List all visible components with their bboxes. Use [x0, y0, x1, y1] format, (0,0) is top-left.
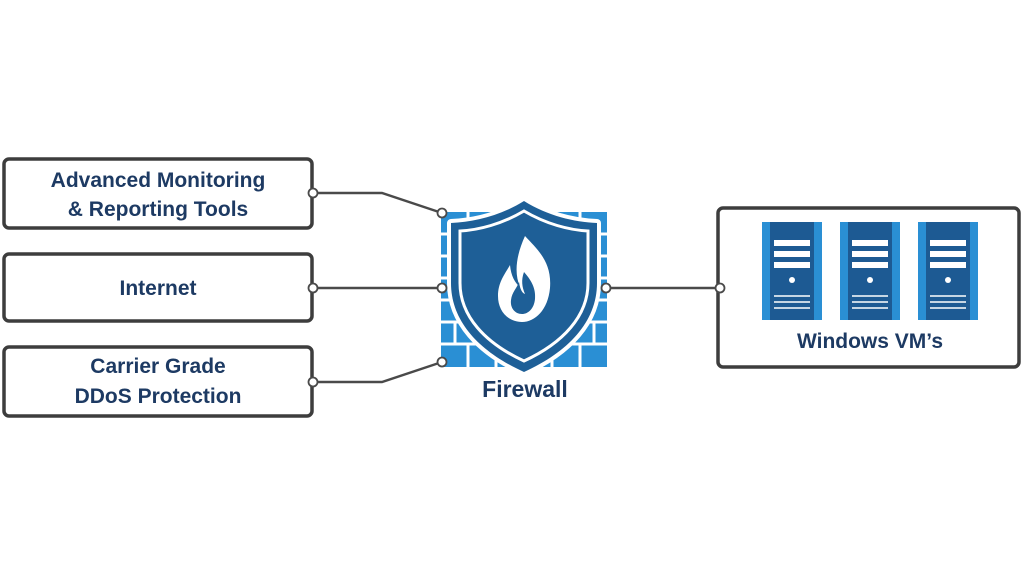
- monitoring-label-line1: Advanced Monitoring: [51, 169, 266, 192]
- flame-icon: [498, 236, 551, 322]
- shield-flame-icon: [447, 197, 601, 376]
- ddos-label-line1: Carrier Grade: [90, 355, 225, 378]
- ddos-label-line2: DDoS Protection: [75, 385, 242, 408]
- connector-dot: [436, 356, 448, 368]
- server-icon: [762, 222, 822, 320]
- connector-dot: [714, 282, 726, 294]
- firewall-label: Firewall: [482, 376, 568, 402]
- windows-vms-label: Windows VM’s: [797, 330, 943, 353]
- connector-dot: [436, 207, 448, 219]
- connector-dot: [436, 282, 448, 294]
- source-box-ddos: Carrier Grade DDoS Protection: [2, 345, 314, 418]
- connector-monitoring-firewall: [313, 191, 443, 215]
- connector-dot: [307, 187, 319, 199]
- destination-box-windows-vms: Windows VM’s: [716, 206, 1021, 369]
- internet-label: Internet: [119, 277, 196, 300]
- source-box-internet: Internet: [2, 252, 314, 323]
- connector-dot: [307, 376, 319, 388]
- connectors: [313, 191, 720, 384]
- connector-ddos-firewall: [313, 360, 443, 384]
- server-icon: [840, 222, 900, 320]
- server-icon: [918, 222, 978, 320]
- connector-dot: [307, 282, 319, 294]
- connector-dot: [600, 282, 612, 294]
- source-box-monitoring: Advanced Monitoring & Reporting Tools: [2, 157, 314, 230]
- connector-dots: [307, 187, 726, 388]
- monitoring-label-line2: & Reporting Tools: [68, 198, 248, 221]
